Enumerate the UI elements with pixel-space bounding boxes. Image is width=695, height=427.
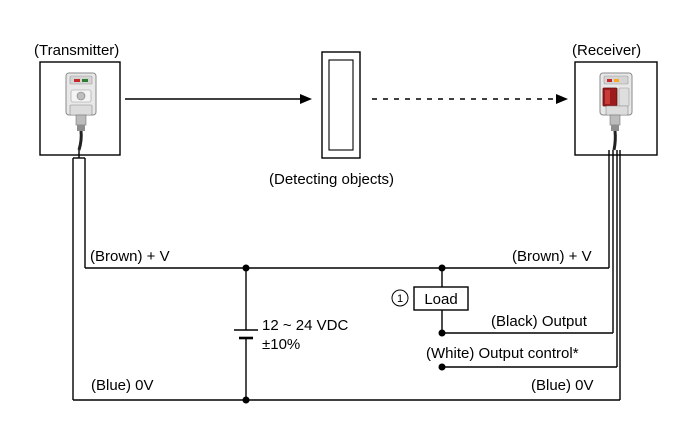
brown-left-label: (Brown) + V (90, 248, 170, 265)
wires (72, 150, 621, 401)
detecting-object-label: (Detecting objects) (269, 171, 394, 188)
brown-right-label: (Brown) + V (512, 248, 592, 265)
blue-left-label: (Blue) 0V (91, 377, 154, 394)
transmitter-unit (39, 61, 121, 156)
beam-arrowhead-right (556, 94, 568, 104)
beam-arrowhead-left (300, 94, 312, 104)
load-label: Load (424, 291, 457, 308)
load-element: Load 1 (391, 286, 469, 311)
light-beam (125, 94, 568, 104)
receiver-label: (Receiver) (572, 42, 641, 59)
load-number-badge (391, 289, 409, 307)
photoelectric-transmitter-icon (65, 72, 97, 151)
junction-dots (242, 264, 446, 404)
black-output-label: (Black) Output (491, 313, 588, 330)
dc-power-supply-symbol (234, 329, 258, 340)
photoelectric-receiver-icon (599, 72, 633, 151)
receiver-unit (574, 61, 658, 156)
load-box (413, 286, 469, 311)
transmitter-label: (Transmitter) (34, 42, 119, 59)
load-number: 1 (397, 293, 403, 305)
supply-tolerance-label: ±10% (262, 336, 300, 353)
supply-voltage-label: 12 ~ 24 VDC (262, 317, 348, 334)
white-output-label: (White) Output control* (426, 345, 579, 362)
detecting-object (321, 51, 361, 159)
blue-right-label: (Blue) 0V (531, 377, 594, 394)
